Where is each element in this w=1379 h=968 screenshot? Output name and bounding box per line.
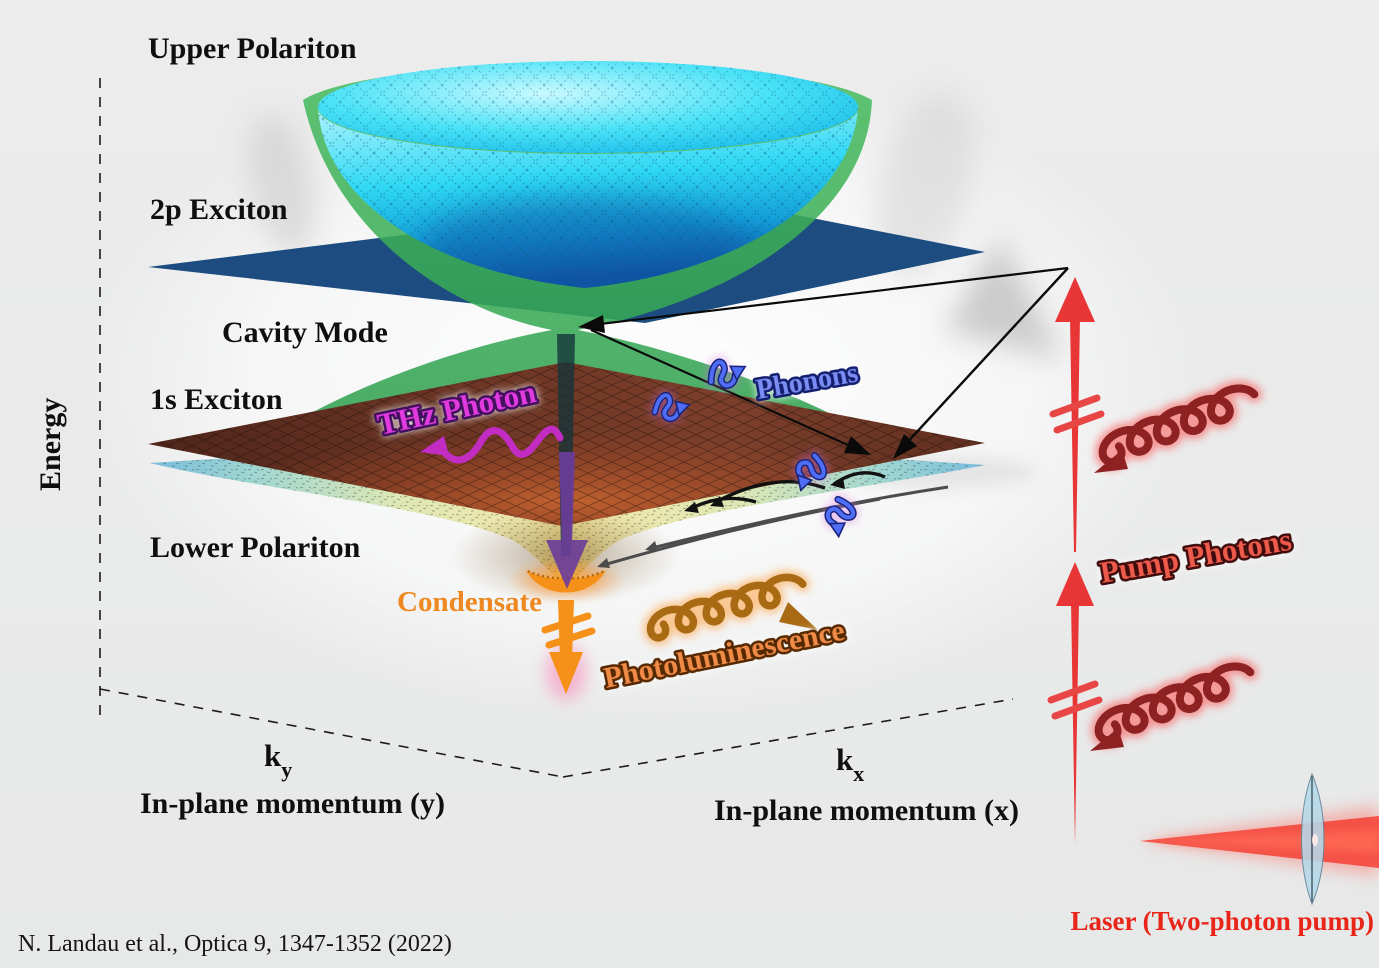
pump-photon-coil-lower [1090,658,1259,751]
lower-polariton-label: Lower Polariton [150,531,361,564]
soft-shadow-right [875,92,975,278]
break-mark [1049,394,1101,418]
upper-polariton-opening-mesh [318,61,858,153]
break-mark [1047,680,1099,704]
upper-polariton-mesh [318,108,858,288]
photoluminescence-coil [642,569,818,646]
break-mark [545,627,596,649]
ky-sub: y [281,757,292,782]
pump-photon-coil-upper [1094,380,1263,473]
ky-main: k [264,738,282,773]
condensate-emission-arrow [541,600,596,700]
1s-exciton-label: 1s Exciton [150,383,283,416]
upper-polariton-surface [318,61,858,288]
kx-main: k [836,742,854,777]
cavity-mode-label: Cavity Mode [222,316,388,349]
break-mark [1051,696,1103,720]
thz-photon-wave [420,425,564,464]
energy-axis-label-group: Energy [34,398,67,491]
condensate-rim [527,569,605,580]
citation-text: N. Landau et al., Optica 9, 1347-1352 (2… [18,931,452,957]
break-mark [541,612,592,634]
kx-sub: x [853,761,864,786]
ky-label: ky [264,738,292,782]
axes-dashed-lines [99,78,1014,778]
laser-label: Laser (Two-photon pump) [1070,906,1374,936]
kx-axis-line [562,698,1014,778]
soft-shadow-arrow [945,235,1062,360]
soft-shadow-left [249,114,315,256]
focusing-lens [1301,772,1325,906]
relaxation-arrow-purple [546,452,588,589]
kx-caption: In-plane momentum (x) [714,794,1019,827]
phonon-hop-curves [684,471,886,513]
pump-arrow-upper [1049,277,1105,552]
2p-exciton-label: 2p Exciton [150,193,288,226]
energy-axis-label: Energy [34,398,67,491]
break-mark [1053,410,1105,434]
pump-arrow-lower [1047,562,1103,845]
ky-caption: In-plane momentum (y) [140,787,445,820]
condensate-label: Condensate [397,586,542,618]
kx-label: kx [836,742,864,786]
ky-axis-line [99,688,564,778]
upper-polariton-label: Upper Polariton [148,32,357,65]
